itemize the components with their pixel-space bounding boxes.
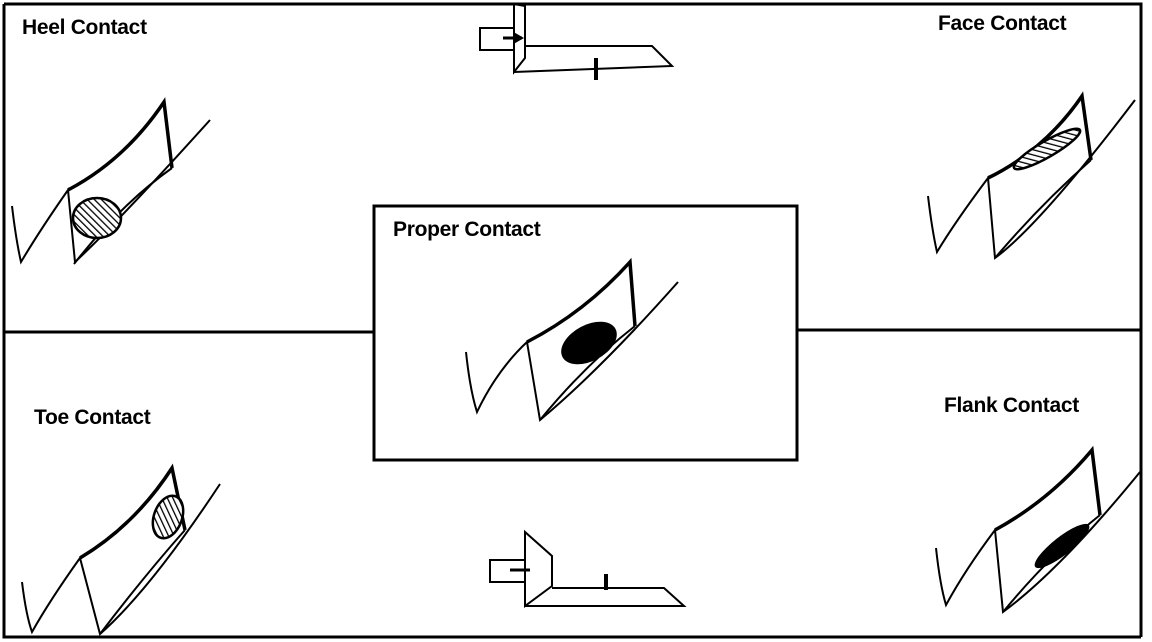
- flank-contact-label: Flank Contact: [944, 394, 1079, 417]
- gear-set-symbol-top: [479, 2, 675, 80]
- gear-set-symbol-bottom: [489, 529, 687, 608]
- flank-contact-tooth: [935, 445, 1141, 614]
- toe-contact-patch: [151, 494, 185, 540]
- toe-contact-tooth: [21, 463, 221, 636]
- proper-contact-tooth: [465, 257, 679, 422]
- proper-contact-label: Proper Contact: [393, 218, 541, 241]
- face-contact-tooth: [927, 91, 1136, 260]
- heel-contact-patch: [71, 196, 123, 240]
- heel-contact-tooth: [11, 97, 211, 265]
- face-contact-patch: [1012, 127, 1082, 171]
- heel-contact-label: Heel Contact: [22, 16, 147, 39]
- proper-contact-patch: [561, 321, 617, 365]
- flank-contact-patch: [1034, 523, 1090, 569]
- toe-contact-label: Toe Contact: [34, 406, 151, 429]
- face-contact-label: Face Contact: [938, 12, 1067, 35]
